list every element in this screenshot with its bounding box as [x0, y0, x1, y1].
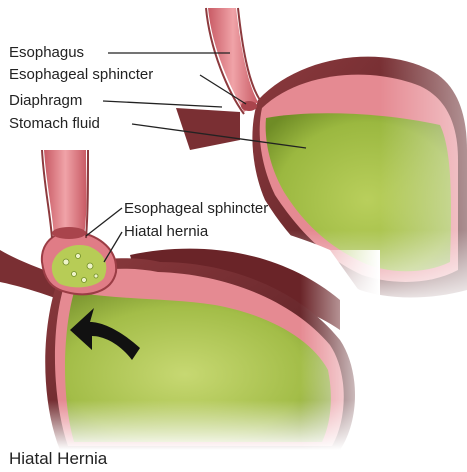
label-stomach-fluid: Stomach fluid [9, 116, 100, 132]
label-esophageal-sphincter-bottom: Esophageal sphincter [124, 201, 268, 217]
label-esophagus: Esophagus [9, 45, 84, 61]
label-diaphragm: Diaphragm [9, 93, 82, 109]
leader-diaphragm [103, 101, 222, 107]
label-esophageal-sphincter-top: Esophageal sphincter [9, 67, 153, 83]
label-hiatal-hernia: Hiatal hernia [124, 224, 208, 240]
caption-title: Hiatal Hernia [9, 449, 107, 469]
diaphragm-muscle-top [176, 108, 240, 150]
sphincter-bottom [52, 227, 86, 239]
